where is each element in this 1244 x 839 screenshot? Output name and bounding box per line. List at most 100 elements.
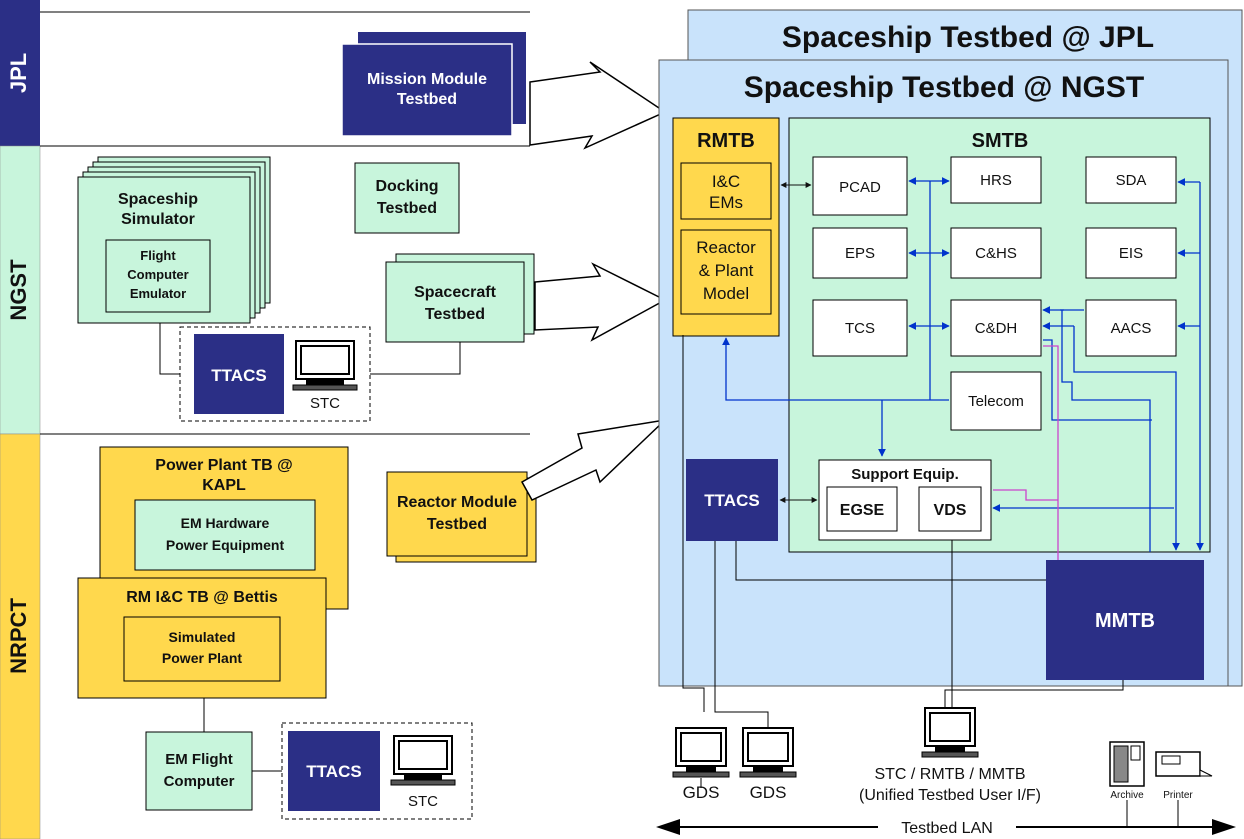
subsystem-cdh: C&DH [950, 299, 1042, 357]
flight-computer-label-2: Computer [127, 267, 188, 282]
rm-ic-label: RM I&C TB @ Bettis [126, 589, 278, 606]
mission-module-label-1: Mission Module [367, 71, 487, 88]
support-equip-label: Support Equip. [851, 466, 958, 483]
flight-computer-label-1: Flight [140, 248, 176, 263]
subsystem-eps: EPS [812, 227, 908, 279]
smtb-label: SMTB [972, 130, 1029, 152]
mission-module-label-2: Testbed [397, 91, 457, 108]
subsystem-aacs: AACS [1085, 299, 1177, 357]
nrpct-stc-label: STC [408, 793, 438, 810]
reactor-module-label-1: Reactor Module [397, 494, 517, 511]
em-flight-computer: EM Flight Computer [145, 731, 253, 811]
lane-ngst: NGST [0, 145, 41, 435]
lane-nrpct: NRPCT [0, 433, 41, 839]
spacecraft-label-2: Testbed [425, 306, 485, 323]
svg-text:EIS: EIS [1119, 245, 1143, 262]
jpl-testbed-title: Spaceship Testbed @ JPL [782, 21, 1154, 54]
mission-module-testbed: Mission Module Testbed [341, 32, 526, 137]
testbed-lan-label: Testbed LAN [901, 820, 993, 837]
support-equipment: Support Equip. EGSE VDS [818, 459, 992, 541]
subsystem-pcad: PCAD [812, 156, 908, 216]
subsystem-hrs: HRS [950, 156, 1042, 204]
computer-icon [390, 735, 456, 786]
unified-label: (Unified Testbed User I/F) [859, 787, 1041, 804]
subsystem-tcs: TCS [812, 299, 908, 357]
flight-computer-label-3: Emulator [130, 286, 186, 301]
subsystem-eis: EIS [1085, 227, 1177, 279]
gds-label-2: GDS [750, 783, 787, 802]
printer-icon: Printer [1155, 751, 1213, 801]
ngst-testbed-title: Spaceship Testbed @ NGST [744, 71, 1144, 104]
panel-ttacs-label: TTACS [704, 491, 759, 510]
flow-arrow [520, 418, 668, 501]
ic-ems-label-2: EMs [709, 193, 743, 212]
lane-jpl: JPL [0, 0, 40, 146]
subsystem-sda: SDA [1085, 156, 1177, 204]
lane-label-jpl: JPL [6, 53, 31, 93]
docking-testbed: Docking Testbed [354, 162, 460, 234]
testbed-lan: Testbed LAN [656, 778, 1236, 837]
svg-text:HRS: HRS [980, 172, 1012, 189]
computer-icon [292, 340, 358, 391]
archive-icon: Archive [1109, 741, 1145, 801]
spaceship-sim-label-2: Simulator [121, 211, 195, 228]
stc-line-label: STC / RMTB / MMTB [874, 766, 1025, 783]
ngst-stc-label: STC [310, 395, 340, 412]
connector-line [370, 342, 461, 375]
gds-computer-2: GDS [739, 727, 797, 802]
magenta-link [993, 489, 1058, 501]
svg-text:PCAD: PCAD [839, 179, 881, 196]
ic-ems-label-1: I&C [712, 172, 740, 191]
magenta-link [1043, 345, 1059, 560]
lan-drops [682, 335, 1124, 730]
svg-text:SDA: SDA [1116, 172, 1147, 189]
ngst-ttacs-label: TTACS [211, 366, 266, 385]
spaceship-sim-label-1: Spaceship [118, 191, 198, 208]
power-plant-label-2: KAPL [202, 477, 246, 494]
rmtb-box: RMTB I&C EMs Reactor & Plant Model [672, 117, 780, 337]
gds-computer-1: GDS [672, 727, 730, 802]
reactor-model-label-1: Reactor [696, 238, 756, 257]
stc-computer: STC / RMTB / MMTB (Unified Testbed User … [859, 707, 1041, 804]
docking-label-1: Docking [375, 178, 438, 195]
svg-text:EPS: EPS [845, 245, 875, 262]
svg-text:TCS: TCS [845, 320, 875, 337]
flow-arrow [529, 61, 667, 150]
em-flight-label-2: Computer [164, 773, 235, 790]
reactor-module-label-2: Testbed [427, 516, 487, 533]
docking-label-2: Testbed [377, 200, 437, 217]
em-flight-label-1: EM Flight [165, 751, 233, 768]
svg-text:AACS: AACS [1111, 320, 1152, 337]
reactor-model-label-3: Model [703, 284, 749, 303]
spaceship-simulator-stack: Spaceship Simulator Flight Computer Emul… [77, 156, 271, 324]
ngst-panel-ttacs: TTACS [686, 459, 778, 541]
reactor-module-testbed: Reactor Module Testbed [386, 471, 537, 563]
ngst-ttacs-group: TTACS STC [179, 326, 371, 422]
egse-label: EGSE [840, 502, 885, 519]
sim-power-label-1: Simulated [169, 629, 236, 645]
lane-label-ngst: NGST [6, 259, 31, 321]
power-plant-label-1: Power Plant TB @ [155, 457, 292, 474]
printer-label: Printer [1163, 790, 1193, 801]
em-hardware-label-1: EM Hardware [181, 515, 270, 531]
svg-text:C&DH: C&DH [975, 320, 1018, 337]
flow-arrow [534, 262, 667, 342]
connector-line [159, 323, 180, 375]
sim-power-label-2: Power Plant [162, 650, 242, 666]
spacecraft-label-1: Spacecraft [414, 284, 496, 301]
rmtb-label: RMTB [697, 130, 755, 152]
blue-bus [722, 177, 1204, 552]
archive-label: Archive [1110, 790, 1144, 801]
subsystem-chs: C&HS [950, 227, 1042, 279]
svg-text:C&HS: C&HS [975, 245, 1017, 262]
svg-text:Telecom: Telecom [968, 393, 1024, 410]
nrpct-ttacs-group: TTACS STC [281, 722, 473, 820]
lane-label-nrpct: NRPCT [6, 598, 31, 674]
nrpct-ttacs-label: TTACS [306, 762, 361, 781]
mmtb-box: MMTB [1046, 560, 1204, 680]
rm-ic-tb: RM I&C TB @ Bettis Simulated Power Plant [77, 577, 327, 699]
reactor-model-label-2: & Plant [699, 261, 754, 280]
spacecraft-testbed: Spacecraft Testbed [385, 253, 535, 343]
subsystem-telecom: Telecom [950, 371, 1042, 431]
